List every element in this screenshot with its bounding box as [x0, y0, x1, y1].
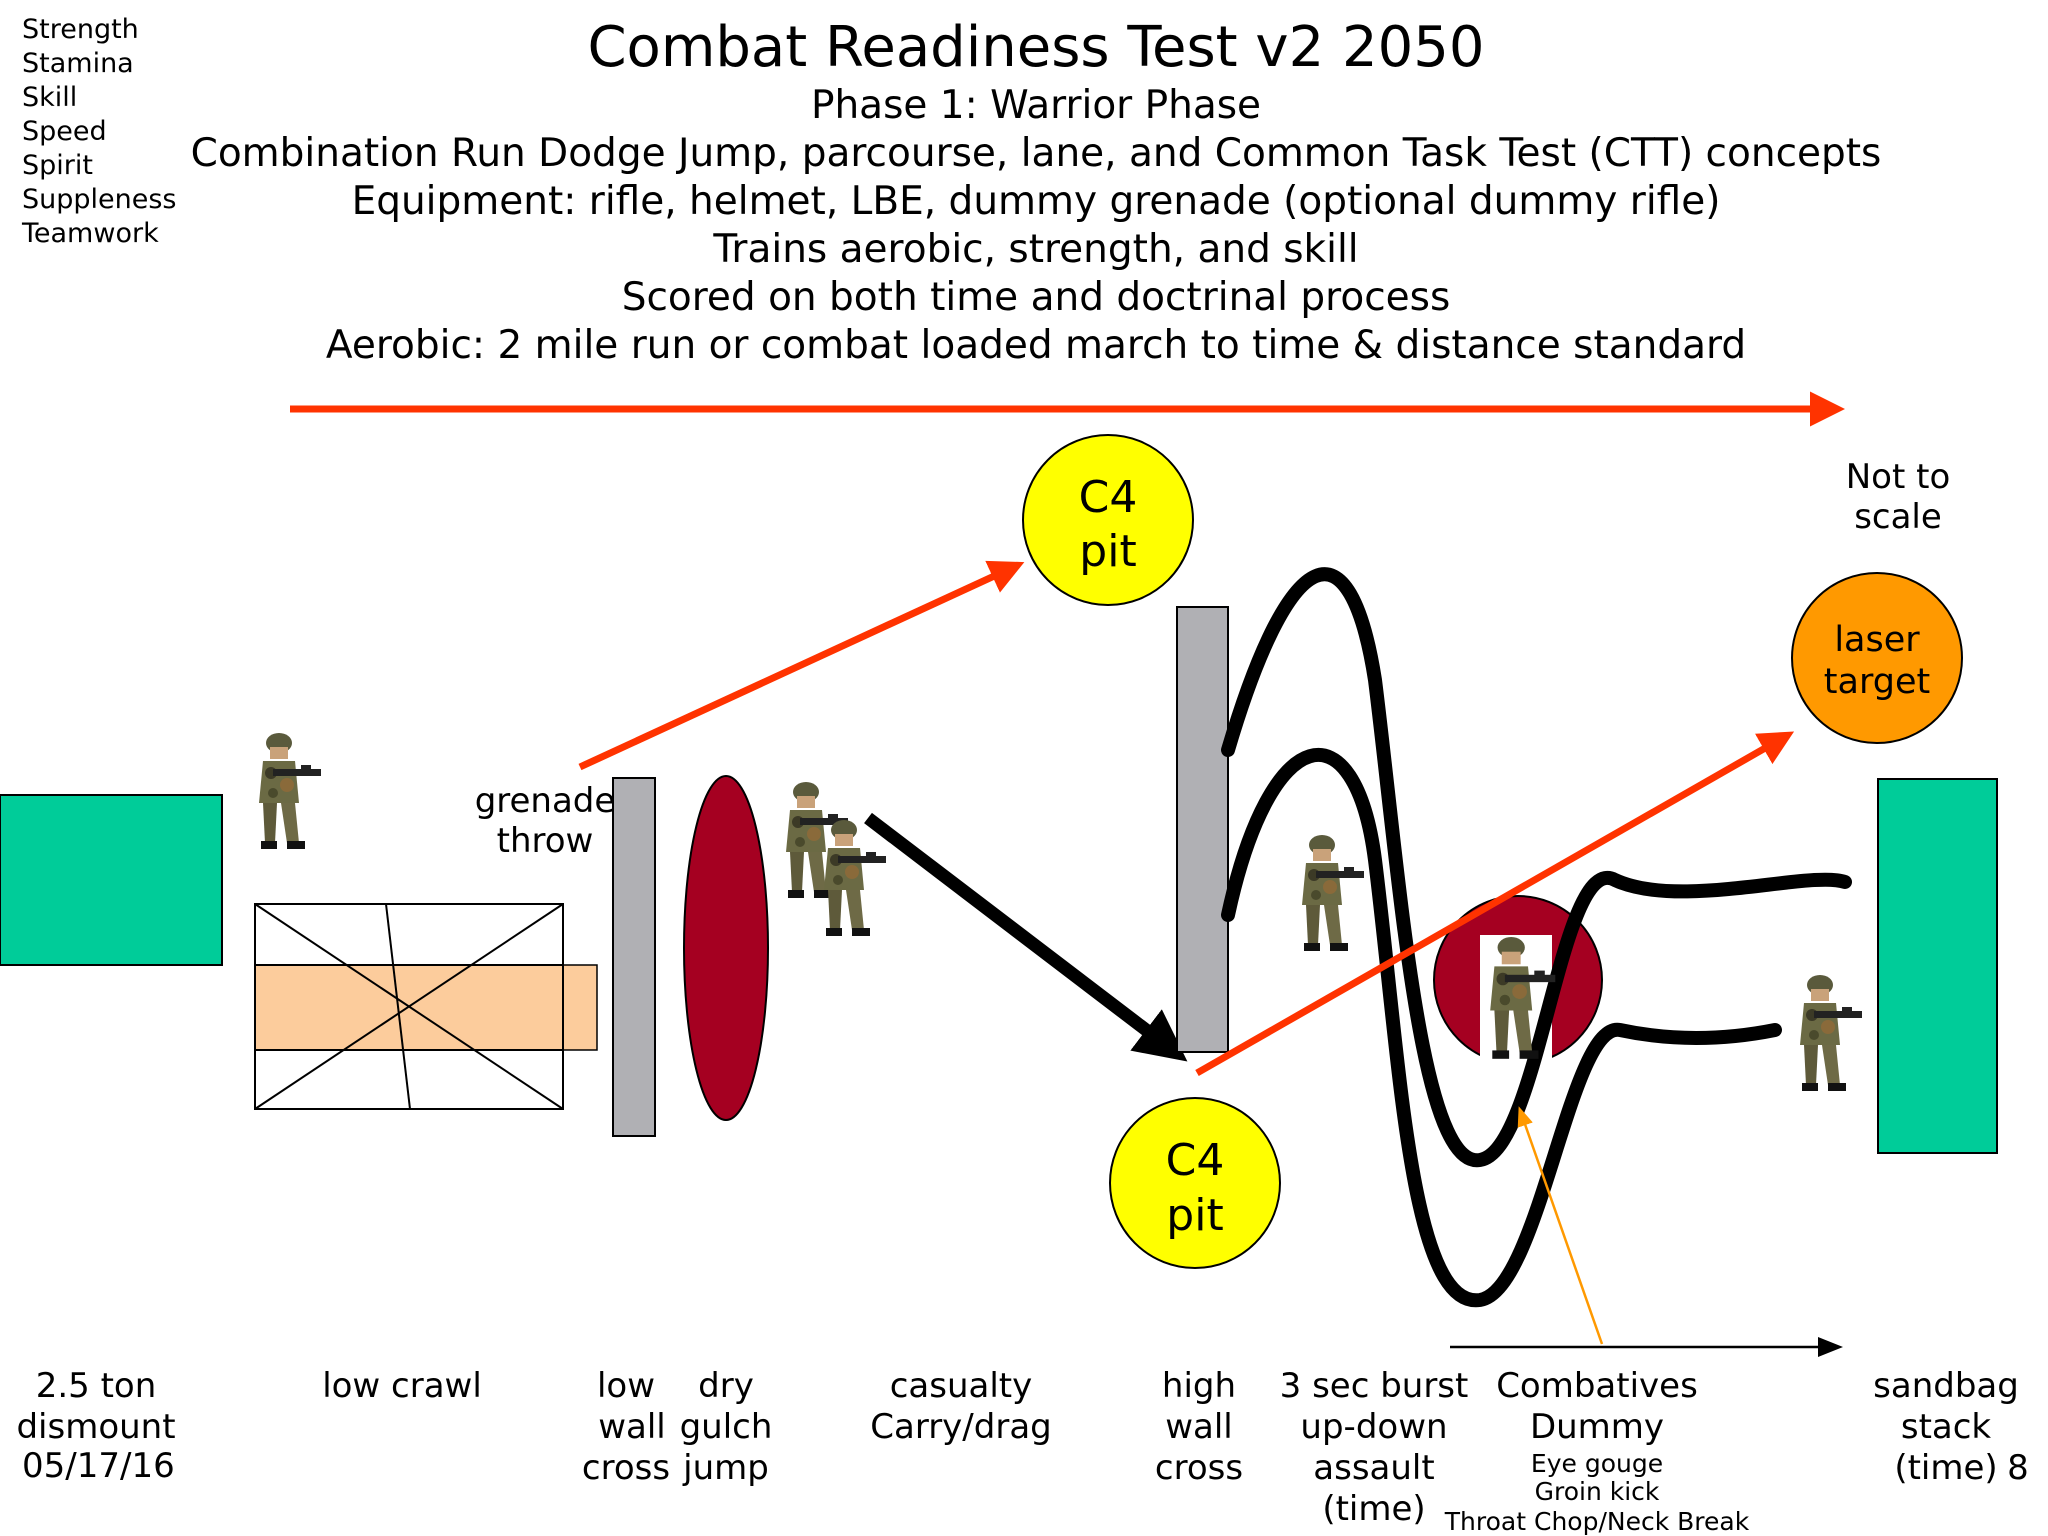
soldier-figure: [824, 820, 886, 936]
low-crawl-area: [254, 903, 598, 1110]
laser-target: [1791, 572, 1963, 744]
page-title: Combat Readiness Test v2 2050: [587, 15, 1484, 80]
grenade-throw-arrow: [578, 560, 1025, 771]
dry-gulch: [683, 775, 769, 1121]
combatives-detail-2: Groin kick: [1535, 1477, 1660, 1506]
station-burst-line-2: up-down: [1300, 1407, 1447, 1447]
footer-date: 05/17/16: [22, 1446, 175, 1486]
station-dismount-line-1: 2.5 ton: [36, 1366, 157, 1406]
casualty-carry-arrow: [864, 812, 1188, 1062]
station-low-crawl: low crawl: [322, 1366, 482, 1406]
c4-pit-bottom-line-2: pit: [1166, 1190, 1223, 1241]
dummy-pointer: [1517, 1106, 1604, 1345]
header-line-4: Trains aerobic, strength, and skill: [712, 227, 1358, 272]
station-casualty-line-1: casualty: [890, 1366, 1033, 1406]
header-line-3: Equipment: rifle, helmet, LBE, dummy gre…: [352, 179, 1721, 224]
page-number: 8: [2007, 1448, 2029, 1488]
station-low-wall-line-2: wall: [598, 1407, 666, 1447]
attribute-item: Skill: [22, 82, 77, 113]
crawl-lane: [254, 964, 598, 1051]
header-line-1: Phase 1: Warrior Phase: [811, 83, 1261, 128]
laser-target-arrow: [1195, 731, 1795, 1077]
attribute-item: Spirit: [22, 150, 93, 181]
attribute-item: Strength: [22, 14, 139, 45]
station-burst-line-4: (time): [1322, 1489, 1425, 1529]
station-sandbag-line-2: stack: [1901, 1407, 1992, 1447]
grenade-label-line-2: throw: [497, 821, 594, 861]
dismount-truck-box: [0, 794, 223, 966]
attribute-item: Suppleness: [22, 184, 177, 215]
soldier-figure: [1302, 835, 1364, 951]
station-low-wall-line-1: low: [597, 1366, 655, 1406]
soldier-figure: [259, 733, 321, 849]
station-dismount-line-2: dismount: [16, 1407, 175, 1447]
attribute-list: Strength Stamina Skill Speed Spirit Supp…: [21, 14, 177, 249]
sandbag-stack: [1877, 778, 1998, 1154]
station-sandbag-line-3: (time): [1894, 1448, 1997, 1488]
station-casualty-line-2: Carry/drag: [870, 1407, 1052, 1447]
c4-pit-bottom-line-1: C4: [1166, 1135, 1225, 1186]
station-combatives-line-1: Combatives: [1496, 1366, 1698, 1406]
attribute-item: Speed: [22, 116, 107, 147]
not-to-scale-line-1: Not to: [1846, 457, 1951, 497]
station-combatives-line-2: Dummy: [1530, 1407, 1664, 1447]
station-high-wall-line-1: high: [1162, 1366, 1236, 1406]
c4-pit-top: [1022, 434, 1194, 606]
combatives-detail-1: Eye gouge: [1531, 1449, 1663, 1478]
station-dry-gulch-line-3: jump: [682, 1448, 769, 1488]
attribute-item: Teamwork: [21, 218, 159, 249]
station-low-wall-line-3: cross: [582, 1448, 670, 1488]
station-high-wall-line-3: cross: [1155, 1448, 1243, 1488]
c4-pit-bottom: [1109, 1097, 1281, 1269]
station-dry-gulch-line-2: gulch: [680, 1407, 773, 1447]
high-wall: [1176, 606, 1229, 1053]
station-high-wall-line-2: wall: [1165, 1407, 1233, 1447]
header-line-5: Scored on both time and doctrinal proces…: [622, 275, 1451, 320]
laser-target-line-1: laser: [1834, 620, 1920, 660]
attribute-item: Stamina: [22, 48, 134, 79]
lower-maneuver-path: [1221, 747, 1782, 1308]
station-sandbag-line-1: sandbag: [1873, 1366, 2019, 1406]
station-burst-line-3: assault: [1313, 1448, 1434, 1488]
combatives-detail-3: Throat Chop/Neck Break: [1444, 1507, 1750, 1536]
c4-pit-top-line-1: C4: [1079, 472, 1138, 523]
laser-target-line-2: target: [1824, 662, 1930, 702]
station-burst-line-1: 3 sec burst: [1280, 1366, 1469, 1406]
not-to-scale-line-2: scale: [1854, 497, 1942, 537]
low-wall: [612, 777, 656, 1137]
c4-pit-top-line-2: pit: [1079, 526, 1136, 577]
grenade-label-line-1: grenade: [475, 781, 616, 821]
header-line-2: Combination Run Dodge Jump, parcourse, l…: [191, 131, 1882, 176]
station-dry-gulch-line-1: dry: [698, 1366, 754, 1406]
upper-maneuver-path: [1221, 567, 1852, 1168]
soldier-figure: [1800, 975, 1862, 1091]
header-line-6: Aerobic: 2 mile run or combat loaded mar…: [326, 323, 1746, 368]
